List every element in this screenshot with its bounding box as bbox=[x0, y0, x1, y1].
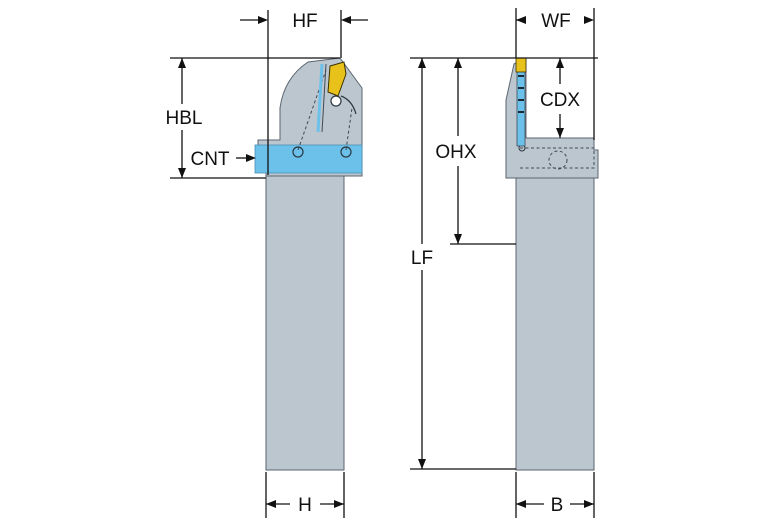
hbl-label: HBL bbox=[166, 108, 203, 129]
front-hidden-channel-right bbox=[345, 107, 353, 151]
front-clamp-screw bbox=[330, 95, 342, 107]
side-hidden-channel bbox=[520, 147, 595, 169]
front-view bbox=[254, 57, 363, 471]
cdx-label: CDX bbox=[540, 90, 580, 111]
side-insert bbox=[515, 57, 527, 73]
hf-label: HF bbox=[292, 11, 317, 32]
h-label: H bbox=[298, 495, 312, 516]
side-port bbox=[548, 150, 568, 170]
side-insert-detail bbox=[518, 75, 524, 113]
front-port-left bbox=[292, 146, 304, 158]
lf-label: LF bbox=[411, 248, 433, 269]
front-coolant-channel bbox=[254, 144, 363, 174]
ohx-label: OHX bbox=[435, 142, 477, 163]
front-shank bbox=[265, 174, 345, 471]
side-shank bbox=[515, 177, 595, 471]
front-insert bbox=[327, 61, 347, 97]
front-dimensions: HF HBL CNT H bbox=[166, 10, 368, 518]
b-label: B bbox=[551, 495, 564, 516]
side-view bbox=[505, 57, 599, 471]
cnt-label: CNT bbox=[190, 149, 229, 170]
side-insert-blade bbox=[516, 61, 526, 147]
front-port-right bbox=[340, 146, 352, 158]
front-insert-blade bbox=[316, 63, 324, 133]
side-dimensions: WF CDX OHX LF B bbox=[410, 8, 598, 518]
front-insert-blade-edge bbox=[321, 63, 327, 133]
front-clamp-lever bbox=[340, 95, 357, 115]
wf-label: WF bbox=[541, 11, 571, 32]
